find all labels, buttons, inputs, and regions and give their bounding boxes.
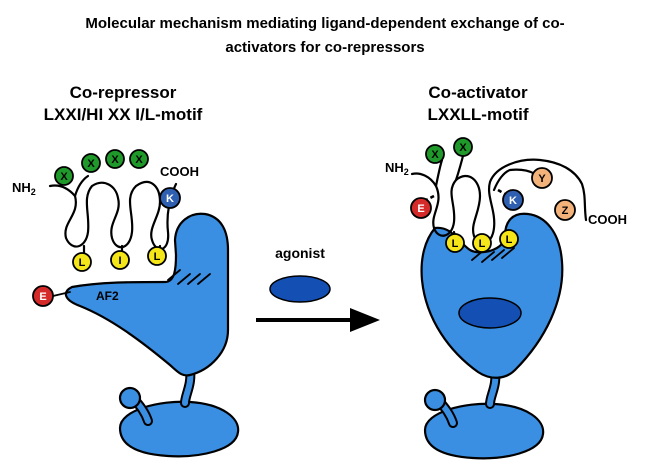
title-line-1: Molecular mechanism mediating ligand-dep… bbox=[85, 15, 564, 32]
agonist-ligand bbox=[269, 275, 331, 303]
svg-text:L: L bbox=[479, 238, 486, 250]
residue-l: L bbox=[72, 252, 92, 272]
residue-i: I bbox=[110, 250, 130, 270]
svg-text:E: E bbox=[417, 203, 424, 215]
left-cooh-label: COOH bbox=[160, 164, 199, 179]
svg-text:K: K bbox=[509, 195, 517, 207]
residue-l: L bbox=[472, 233, 492, 253]
residue-x: X bbox=[453, 137, 473, 157]
svg-text:X: X bbox=[60, 171, 68, 183]
residue-l: L bbox=[147, 246, 167, 266]
agonist-transition: agonist bbox=[256, 245, 380, 332]
svg-text:X: X bbox=[459, 142, 467, 154]
corepressor-peptide bbox=[48, 180, 178, 250]
svg-text:X: X bbox=[87, 158, 95, 170]
svg-text:L: L bbox=[154, 251, 161, 263]
corepressor-heading-1: Co-repressor bbox=[70, 83, 177, 102]
svg-text:L: L bbox=[452, 238, 459, 250]
svg-text:X: X bbox=[111, 154, 119, 166]
residue-k: K bbox=[159, 187, 181, 209]
left-nh2-label: NH2 bbox=[12, 180, 36, 197]
residue-l: L bbox=[445, 233, 465, 253]
left-receptor-lbd bbox=[64, 212, 230, 377]
right-cooh-label: COOH bbox=[588, 212, 627, 227]
af2-label: AF2 bbox=[96, 289, 119, 303]
left-knob bbox=[118, 386, 142, 410]
svg-text:X: X bbox=[135, 154, 143, 166]
residue-e: E bbox=[32, 285, 54, 307]
coactivator-heading-2: LXXLL-motif bbox=[427, 105, 528, 124]
corepressor-heading-2: LXXI/HI XX I/L-motif bbox=[44, 105, 203, 124]
svg-text:I: I bbox=[118, 255, 121, 267]
svg-text:K: K bbox=[166, 193, 174, 205]
residue-e: E bbox=[410, 197, 432, 219]
right-nh2-label: NH2 bbox=[385, 160, 409, 177]
svg-text:Y: Y bbox=[538, 173, 546, 185]
residue-l: L bbox=[499, 229, 519, 249]
coactivator-complex: Co-activator LXXLL-motif NH2 COOH X X bbox=[385, 83, 627, 460]
right-receptor-lbd bbox=[420, 212, 564, 379]
coactivator-heading-1: Co-activator bbox=[428, 83, 528, 102]
svg-text:L: L bbox=[506, 234, 513, 246]
right-knob bbox=[423, 388, 447, 412]
residue-x: X bbox=[129, 149, 149, 169]
bound-ligand bbox=[458, 297, 522, 329]
residue-x: X bbox=[105, 149, 125, 169]
svg-text:E: E bbox=[39, 291, 46, 303]
residue-x: X bbox=[425, 144, 445, 164]
agonist-label: agonist bbox=[275, 245, 325, 261]
residue-k: K bbox=[502, 189, 524, 211]
transition-arrow-head bbox=[350, 308, 380, 332]
svg-text:L: L bbox=[79, 257, 86, 269]
corepressor-complex: Co-repressor LXXI/HI XX I/L-motif AF2 NH… bbox=[12, 83, 240, 458]
title-line-2: activators for co-repressors bbox=[225, 39, 424, 56]
residue-z: Z bbox=[554, 199, 576, 221]
residue-y: Y bbox=[531, 167, 553, 189]
svg-text:X: X bbox=[431, 149, 439, 161]
residue-x: X bbox=[81, 153, 101, 173]
svg-text:Z: Z bbox=[562, 205, 569, 217]
coactivator-peptide bbox=[410, 158, 588, 245]
residue-x: X bbox=[54, 166, 74, 186]
